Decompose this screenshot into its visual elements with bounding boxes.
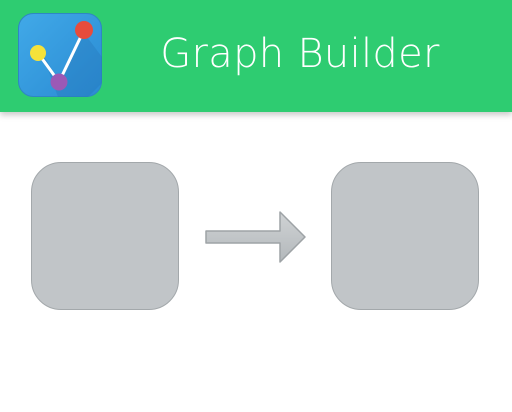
graph-node-right[interactable] (331, 162, 479, 310)
app-header: Graph Builder (0, 0, 512, 112)
app-title: Graph Builder (160, 31, 440, 77)
graph-node-left[interactable] (31, 162, 179, 310)
arrow-right-icon (205, 211, 306, 263)
graph-builder-app-icon (18, 13, 102, 97)
